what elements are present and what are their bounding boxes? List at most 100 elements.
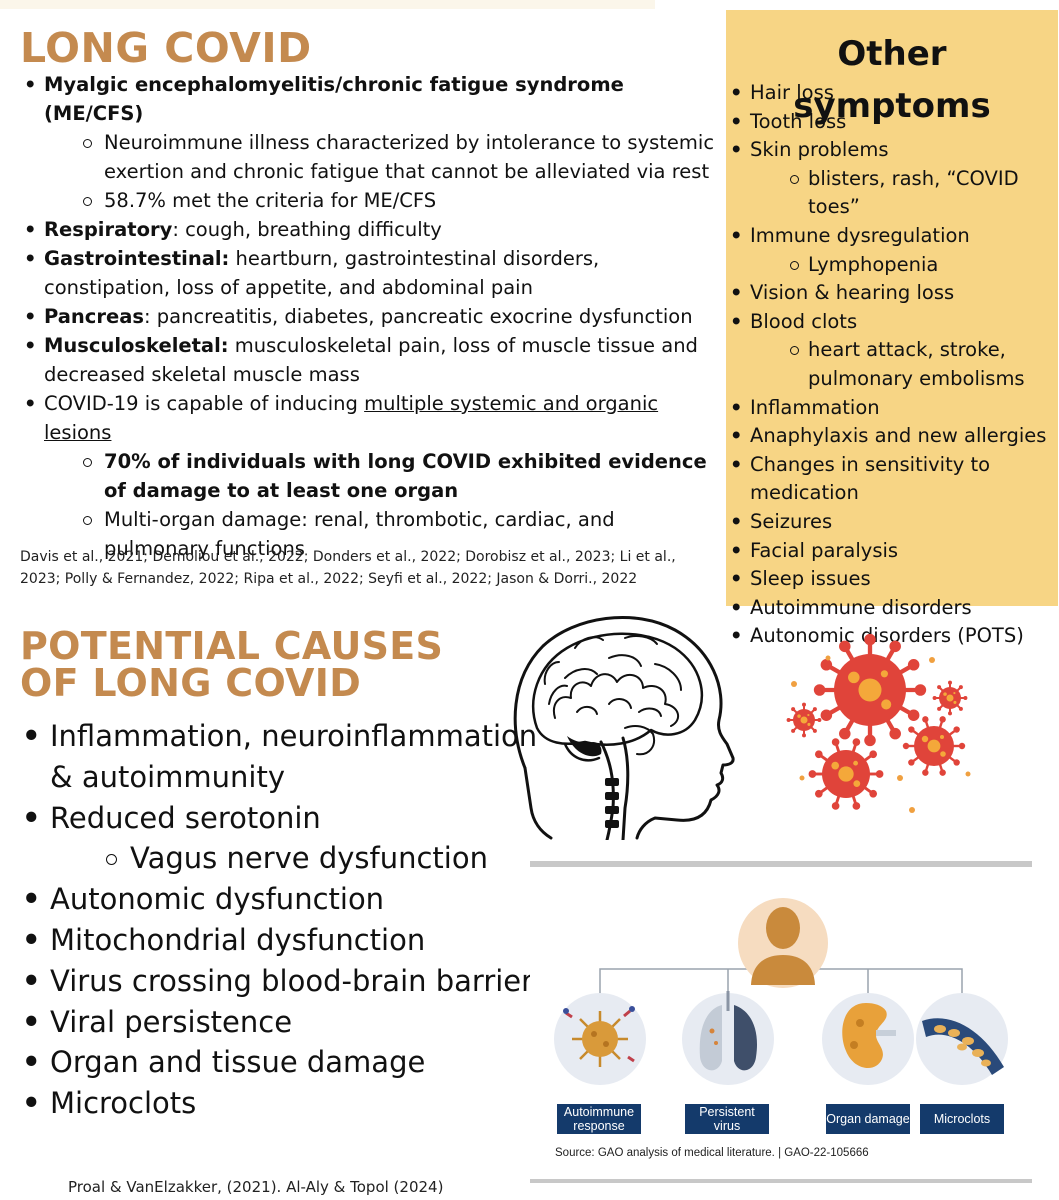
- long-covid-list: Myalgic encephalomyelitis/chronic fatigu…: [20, 70, 720, 563]
- cause-item: Inflammation, neuroinflammation & autoim…: [20, 716, 540, 798]
- virus-tiny-left: [786, 702, 822, 738]
- virus-particle-dot: [897, 775, 903, 781]
- symptom-label: Seizures: [750, 509, 833, 533]
- mecfs-item: Myalgic encephalomyelitis/chronic fatigu…: [20, 70, 720, 215]
- mecfs-label: Myalgic encephalomyelitis/chronic fatigu…: [44, 73, 624, 125]
- gao-bottom-border: [530, 1179, 1032, 1183]
- musculoskeletal-item: Musculoskeletal: musculoskeletal pain, l…: [20, 331, 720, 389]
- gao-source: Source: GAO analysis of medical literatu…: [555, 1147, 869, 1159]
- systemic-lesions-text: COVID-19 is capable of inducing: [44, 392, 365, 415]
- symptom-item: Autonomic disorders (POTS): [726, 622, 1056, 651]
- pancreas-text: : pancreatitis, diabetes, pancreatic exo…: [143, 305, 693, 328]
- kidney-icon: [822, 993, 914, 1085]
- virus-large: [813, 633, 927, 747]
- blood-vessel-icon: [916, 993, 1008, 1085]
- symptom-subitem: Lymphopenia: [750, 251, 1056, 280]
- pancreas-item: Pancreas: pancreatitis, diabetes, pancre…: [20, 302, 720, 331]
- virus-particle-dot: [825, 655, 831, 661]
- causes-list: Inflammation, neuroinflammation & autoim…: [20, 716, 540, 1124]
- organ-damage-stat-text: 70% of individuals with long COVID exhib…: [104, 450, 707, 502]
- symptom-label: Inflammation: [750, 395, 880, 419]
- symptom-label: Blood clots: [750, 309, 858, 333]
- virus-particle-dot: [965, 771, 971, 777]
- gao-diagram: [554, 898, 1008, 1085]
- symptom-item: Tooth loss: [726, 108, 1056, 137]
- symptom-label: Changes in sensitivity to medication: [750, 452, 991, 505]
- other-symptoms-title: Other symptoms: [793, 34, 991, 126]
- symptom-label: Autoimmune disorders: [750, 595, 972, 619]
- organ-damage-stat: 70% of individuals with long COVID exhib…: [44, 447, 720, 505]
- symptom-label: Vision & hearing loss: [750, 281, 955, 305]
- gao-label-autoimmune: Autoimmune response: [557, 1104, 641, 1134]
- top-strip: [0, 0, 655, 9]
- cause-subitem: Vagus nerve dysfunction: [50, 838, 540, 879]
- symptom-item: Anaphylaxis and new allergies: [726, 422, 1056, 451]
- brain-head-icon: [513, 615, 735, 840]
- systemic-lesions-item: COVID-19 is capable of inducing multiple…: [20, 389, 720, 563]
- causes-references: Proal & VanElzakker, (2021). Al-Aly & To…: [68, 1178, 444, 1196]
- symptom-item: Facial paralysis: [726, 537, 1056, 566]
- long-covid-references: Davis et al., 2021; Demoliou et al., 202…: [20, 549, 676, 587]
- person-icon: [738, 898, 828, 988]
- virus-particle-dot: [929, 657, 935, 663]
- symptom-item: Hair loss: [726, 79, 1056, 108]
- symptom-subitem: heart attack, stroke, pulmonary embolism…: [750, 336, 1056, 393]
- gao-label-microclots: Microclots: [920, 1104, 1004, 1134]
- multi-organ-damage: Multi-organ damage: renal, thrombotic, c…: [44, 505, 720, 563]
- mecfs-stat: 58.7% met the criteria for ME/CFS: [44, 186, 720, 215]
- symptom-subitem: blisters, rash, “COVID toes”: [750, 165, 1056, 222]
- cause-item: Mitochondrial dysfunction: [20, 920, 540, 961]
- respiratory-item: Respiratory: cough, breathing difficulty: [20, 215, 720, 244]
- mecfs-description: Neuroimmune illness characterized by int…: [44, 128, 720, 186]
- cause-item: Microclots: [20, 1083, 540, 1124]
- musculoskeletal-text: musculoskeletal pain, loss of muscle tis…: [44, 334, 698, 386]
- cause-item: Reduced serotonin Vagus nerve dysfunctio…: [20, 798, 540, 880]
- symptom-item: Sleep issues: [726, 565, 1056, 594]
- symptom-item: Vision & hearing loss: [726, 279, 1056, 308]
- gastrointestinal-label: Gastrointestinal:: [44, 247, 230, 270]
- symptom-label: Hair loss: [750, 81, 834, 104]
- gastrointestinal-item: Gastrointestinal: heartburn, gastrointes…: [20, 244, 720, 302]
- respiratory-label: Respiratory: [44, 218, 173, 241]
- gastrointestinal-text: heartburn, gastrointestinal disorders, c…: [44, 247, 600, 299]
- symptom-label: Autonomic disorders (POTS): [750, 624, 1024, 648]
- symptom-label: Immune dysregulation: [750, 223, 970, 247]
- cause-item: Viral persistence: [20, 1002, 540, 1043]
- musculoskeletal-label: Musculoskeletal:: [44, 334, 229, 357]
- symptom-label: Tooth loss: [750, 109, 847, 133]
- gao-top-border: [530, 861, 1032, 867]
- gao-figure: Autoimmune response Persistent virus Org…: [530, 861, 1032, 1183]
- potential-causes-title-line1: POTENTIAL CAUSES: [20, 624, 444, 668]
- virus-particle-dot: [909, 807, 915, 813]
- other-symptoms-list: Hair lossTooth lossSkin problems blisters…: [726, 79, 1056, 651]
- virus-icon: [554, 993, 646, 1085]
- virus-particle-dot: [791, 681, 797, 687]
- other-symptoms-panel: Hair lossTooth lossSkin problems blisters…: [726, 10, 1058, 650]
- symptom-item: Skin problems blisters, rash, “COVID toes…: [726, 136, 1056, 222]
- symptom-item: Changes in sensitivity to medication: [726, 451, 1056, 508]
- virus-medium: [808, 738, 884, 810]
- systemic-lesions-link[interactable]: multiple systemic and organic lesions: [44, 392, 659, 444]
- respiratory-text: : cough, breathing difficulty: [172, 218, 442, 241]
- symptom-label: Skin problems: [750, 138, 889, 162]
- gao-label-persistent-virus: Persistent virus: [685, 1104, 769, 1134]
- symptom-item: Seizures: [726, 508, 1056, 537]
- potential-causes-title-line2: OF LONG COVID: [20, 661, 362, 705]
- virus-small-right: [902, 716, 966, 776]
- long-covid-title: LONG COVID: [20, 24, 312, 72]
- cause-item: Virus crossing blood-brain barrier: [20, 961, 540, 1002]
- symptom-label: Anaphylaxis and new allergies: [750, 424, 1047, 448]
- symptom-label: Sleep issues: [750, 567, 871, 591]
- cause-item: Organ and tissue damage: [20, 1042, 540, 1083]
- cause-item-text: Reduced serotonin: [50, 800, 321, 835]
- cause-item: Autonomic dysfunction: [20, 879, 540, 920]
- symptom-item: Inflammation: [726, 394, 1056, 423]
- lungs-icon: [682, 991, 774, 1085]
- virus-cluster-icon: [786, 633, 971, 813]
- virus-tiny-right: [932, 680, 968, 716]
- gao-label-organ-damage: Organ damage: [826, 1104, 910, 1134]
- symptom-item: Blood clots heart attack, stroke, pulmona…: [726, 308, 1056, 394]
- symptom-label: Facial paralysis: [750, 538, 899, 562]
